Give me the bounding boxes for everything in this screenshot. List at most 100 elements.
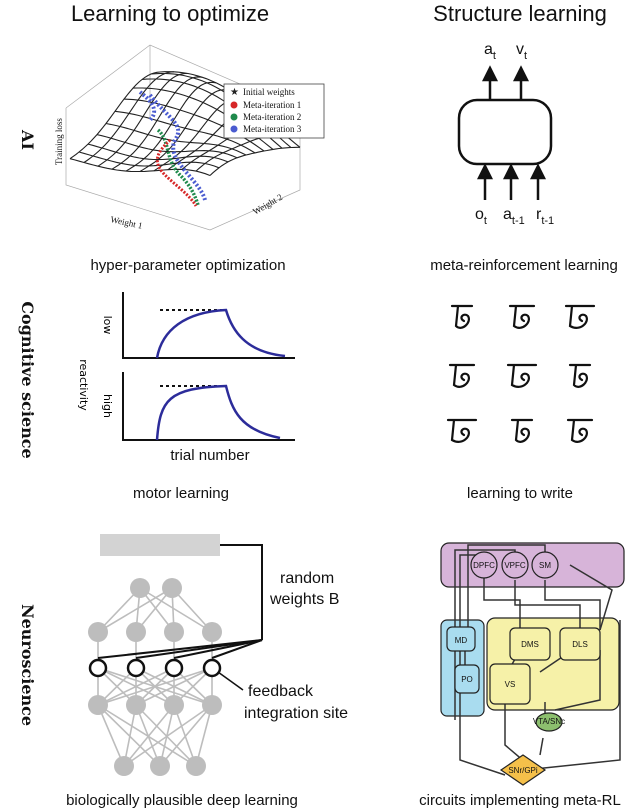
feedback-integration-node [164, 658, 184, 678]
header-right: Structure learning [433, 1, 607, 26]
network-edge [97, 704, 197, 767]
network-node [202, 695, 222, 715]
label-feedback: feedback [248, 683, 314, 700]
character-glyph [566, 418, 594, 443]
network-node [164, 695, 184, 715]
legend-marker-2 [230, 113, 238, 121]
brain-circuit-diagram: DPFC VPFC SM MD PO DMS DLS VS VTA/SNc SN… [440, 542, 625, 786]
network-node [88, 622, 108, 642]
label-snr-gpi: SNr/GPi [508, 766, 538, 775]
feedback-integration-node [202, 658, 222, 678]
x-label-trial-number: trial number [170, 447, 249, 464]
network-node [130, 578, 150, 598]
site-pointer [217, 671, 244, 691]
label-po: PO [461, 675, 473, 684]
caption-meta-rl-circuits: circuits implementing meta-RL [419, 792, 621, 809]
network-node [186, 756, 206, 776]
loss-surface-plot: Training loss Weight 1 Weight 2 ★ Initia… [54, 44, 325, 231]
output-error-layer [100, 534, 220, 556]
label-random: random [280, 570, 334, 587]
node-sm [531, 551, 559, 579]
bottom-plot-axes [122, 372, 295, 441]
label-vta-snc: VTA/SNc [533, 717, 565, 726]
node-po [454, 664, 480, 694]
feedback-integration-node [88, 658, 108, 678]
output-action: at [484, 41, 496, 62]
character-glyph [508, 304, 536, 329]
feedback-line [173, 639, 263, 659]
network-edge [97, 667, 213, 706]
label-sm: SM [539, 561, 551, 570]
caption-deep-learning: biologically plausible deep learning [66, 792, 298, 809]
network-edge [123, 704, 213, 767]
node-dls [559, 627, 601, 661]
node-dpfc [470, 551, 498, 579]
network-edge [97, 587, 173, 633]
surface-line [83, 71, 175, 163]
legend-item-meta-2: Meta-iteration 2 [243, 112, 301, 122]
network-edge [97, 587, 141, 633]
feedback-integration-node [126, 658, 146, 678]
character-glyph [564, 304, 596, 329]
z-axis-label: Training loss [54, 118, 64, 165]
trajectory-meta-iteration-3 [148, 93, 207, 201]
network-edge [195, 704, 213, 767]
character-glyph [450, 304, 474, 329]
agent-box [457, 98, 553, 166]
legend-item-initial: Initial weights [243, 87, 295, 97]
input-observation: ot [475, 206, 487, 227]
network-node [114, 756, 134, 776]
label-integration-site: integration site [244, 705, 348, 722]
network-edge [159, 704, 213, 767]
label-md: MD [455, 636, 468, 645]
label-low: low [101, 316, 114, 335]
node-vpfc [501, 551, 529, 579]
network-edge [97, 704, 125, 767]
legend-marker-1 [230, 101, 238, 109]
caption-motor-learning: motor learning [133, 485, 229, 502]
rl-agent-diagram: at vt ot at-1 rt-1 [457, 41, 554, 227]
network-node [164, 622, 184, 642]
network-edge [123, 704, 175, 767]
feedback-path [220, 544, 263, 640]
star-marker-icon: ★ [230, 87, 239, 98]
y-axis-label: Weight 2 [251, 192, 284, 217]
label-weights-b: weights B [269, 591, 339, 608]
character-glyph [568, 363, 592, 388]
character-glyph [506, 363, 538, 388]
trajectory-meta-iteration-3-start [138, 90, 157, 122]
label-dls: DLS [572, 640, 588, 649]
caption-learning-to-write: learning to write [467, 485, 573, 502]
label-dpfc: DPFC [473, 561, 495, 570]
legend-marker-3 [230, 125, 238, 133]
feedback-line [211, 639, 263, 659]
network-node [162, 578, 182, 598]
node-vta-snc [535, 712, 563, 732]
character-glyph [448, 363, 476, 388]
feedback-weights [97, 544, 263, 659]
network-edge [97, 704, 161, 767]
feedback-line [135, 639, 263, 659]
network-edge [139, 587, 213, 633]
legend: ★ Initial weights Meta-iteration 1 Meta-… [223, 83, 325, 139]
row-label-cognitive-science: Cognitive science [18, 301, 37, 458]
bottom-learning-curve [155, 384, 281, 441]
node-dms [509, 627, 551, 661]
deep-network-diagram: random weights B feedback integration si… [88, 534, 348, 776]
label-vs: VS [505, 680, 516, 689]
input-prev-action: at-1 [503, 206, 525, 227]
legend-item-meta-3: Meta-iteration 3 [243, 124, 302, 134]
top-plot-axes [122, 292, 295, 359]
surface-line [209, 146, 300, 176]
surface-line [114, 110, 256, 154]
surface-line [69, 158, 211, 177]
network-node [126, 695, 146, 715]
network-edge [97, 667, 175, 706]
legend-item-meta-1: Meta-iteration 1 [243, 100, 301, 110]
node-vs [489, 663, 531, 705]
network-node [126, 622, 146, 642]
output-value: vt [516, 41, 527, 62]
input-prev-reward: rt-1 [536, 206, 554, 227]
caption-hyper-parameter: hyper-parameter optimization [90, 257, 285, 274]
